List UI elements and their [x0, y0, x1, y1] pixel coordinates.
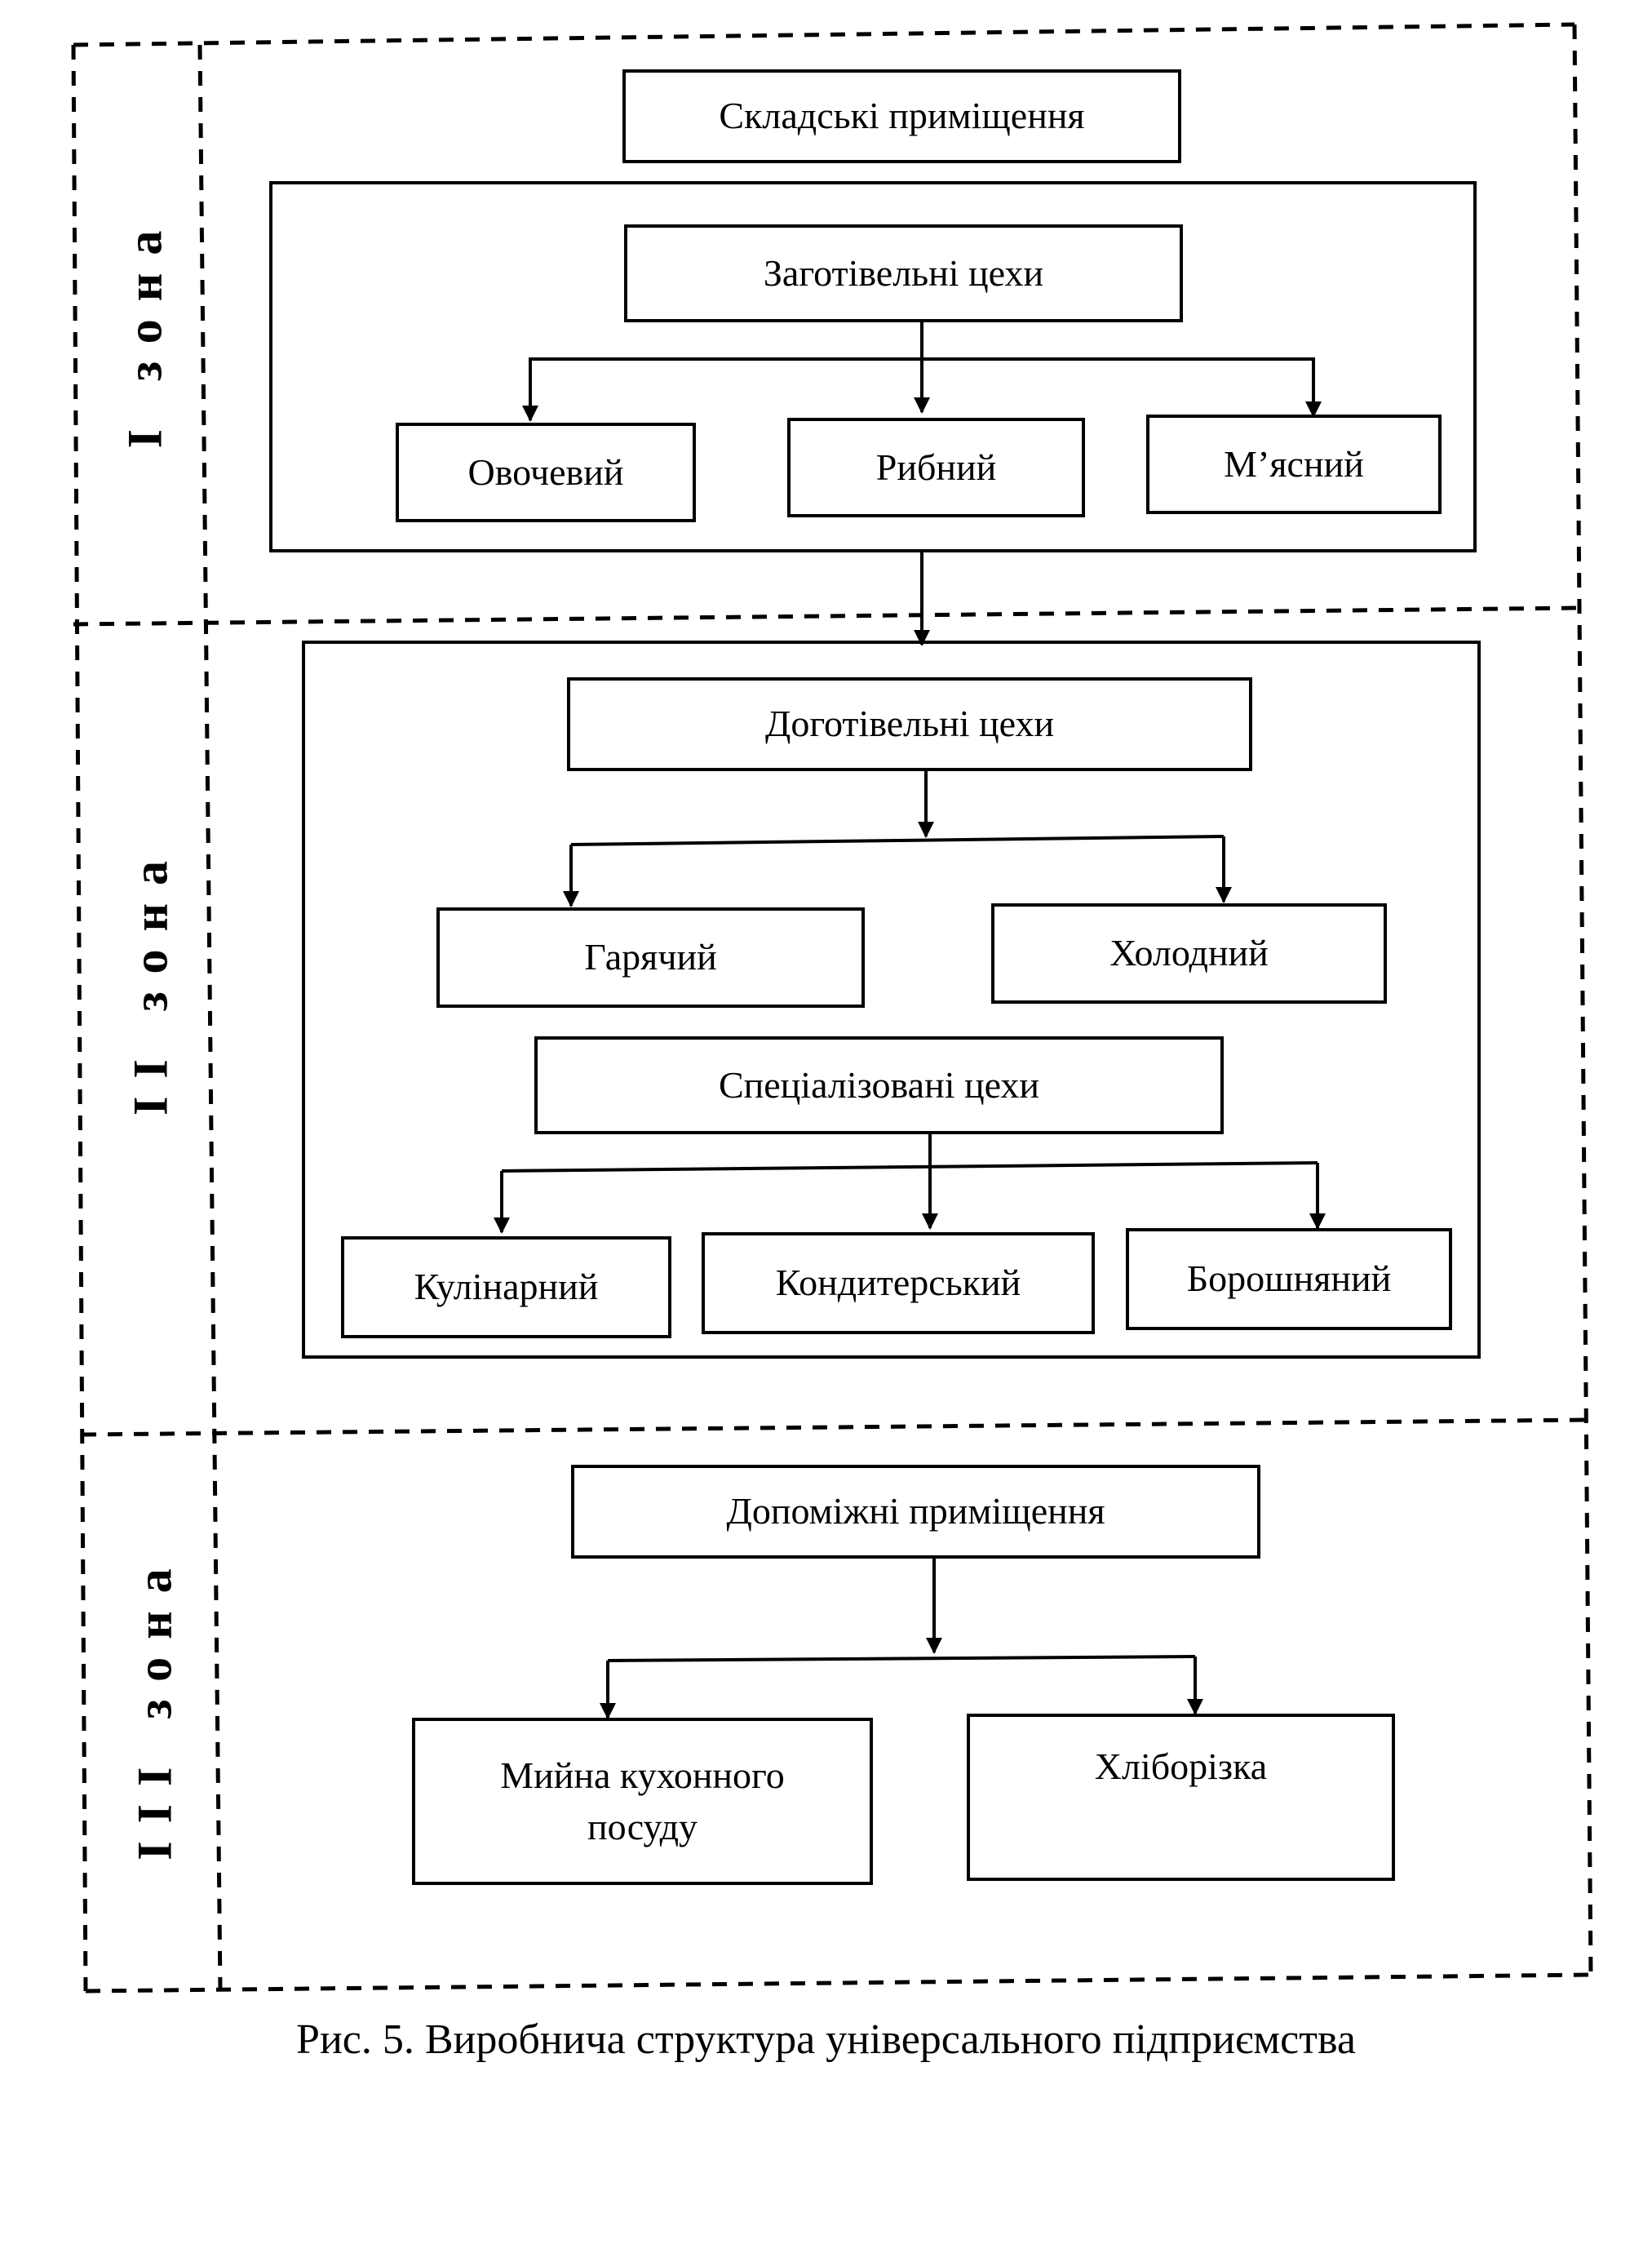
confectionery-shop-box: Кондитерський — [702, 1232, 1095, 1334]
zone-3-label: ІІІ зона — [127, 1550, 182, 1861]
zone-1-label: І зона — [117, 212, 172, 449]
meat-shop-box: М’ясний — [1146, 415, 1442, 514]
vegetable-shop-box: Овочевий — [396, 423, 696, 522]
finishing-shops-box: Доготівельні цехи — [567, 677, 1252, 771]
bread-slicing-room-box: Хліборізка — [967, 1714, 1395, 1881]
hot-shop-box: Гарячий — [436, 907, 865, 1008]
zone-2-label: ІІ зона — [123, 842, 178, 1116]
finishing-group-frame — [302, 641, 1481, 1359]
cold-shop-box: Холодний — [991, 903, 1387, 1004]
zone-boundaries — [71, 22, 1593, 1994]
storage-rooms-box: Складські приміщення — [622, 69, 1181, 163]
culinary-shop-box: Кулінарний — [341, 1236, 671, 1338]
specialized-shops-box: Спеціалізовані цехи — [534, 1036, 1224, 1134]
auxiliary-rooms-box: Допоміжні приміщення — [571, 1465, 1260, 1559]
dishwashing-room-box: Мийна кухонного посуду — [412, 1718, 873, 1885]
connectors — [494, 322, 1326, 1719]
figure-caption: Рис. 5. Виробнича структура універсально… — [296, 2016, 1356, 2063]
procurement-shops-box: Заготівельні цехи — [624, 224, 1183, 322]
fish-shop-box: Рибний — [787, 418, 1085, 517]
flour-shop-box: Борошняний — [1126, 1228, 1452, 1330]
procurement-group-frame — [269, 181, 1477, 552]
